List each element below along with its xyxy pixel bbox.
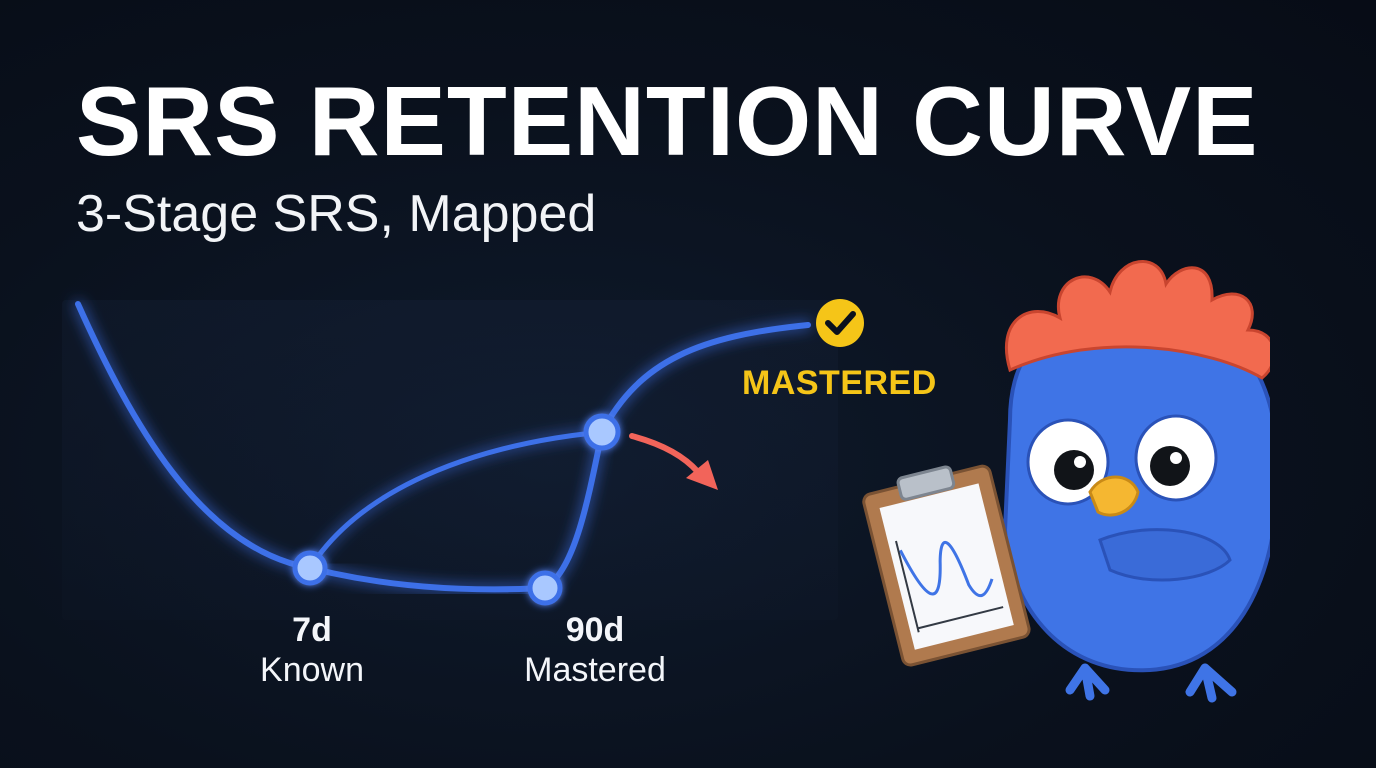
mastery-curve [599, 322, 811, 435]
retention-path-known-to-mastered [307, 565, 548, 593]
review-arc [307, 429, 605, 571]
stage-node-known [292, 550, 328, 586]
bird-beak [1088, 475, 1140, 517]
rise-segment [542, 429, 605, 591]
page-subtitle: 3-Stage SRS, Mapped [76, 185, 597, 243]
check-circle-icon [816, 299, 864, 347]
bird-crest [1004, 260, 1270, 380]
bird-wing [1098, 528, 1232, 582]
arrow-icon [629, 433, 701, 475]
forgetting-curve [75, 301, 313, 571]
stage-interval: 90d [565, 611, 625, 649]
stage-interval: 7d [292, 611, 332, 649]
review-node [583, 413, 621, 451]
clipboard-icon [862, 464, 1031, 667]
stage-label-known: 7d Known [232, 610, 392, 690]
arrow-head [686, 460, 718, 490]
bird-eyes [1026, 414, 1218, 506]
stage-name: Mastered [524, 651, 666, 689]
bird-mascot-icon [862, 260, 1270, 703]
stage-label-mastered: 90d Mastered [500, 610, 690, 690]
chart-panel [62, 300, 838, 620]
stage-name: Known [260, 651, 364, 689]
mastered-badge-label: MASTERED [742, 364, 937, 402]
page-title: SRS RETENTION CURVE [76, 66, 1259, 176]
stage-node-mastered [527, 570, 563, 606]
bird-feet [1065, 663, 1237, 703]
